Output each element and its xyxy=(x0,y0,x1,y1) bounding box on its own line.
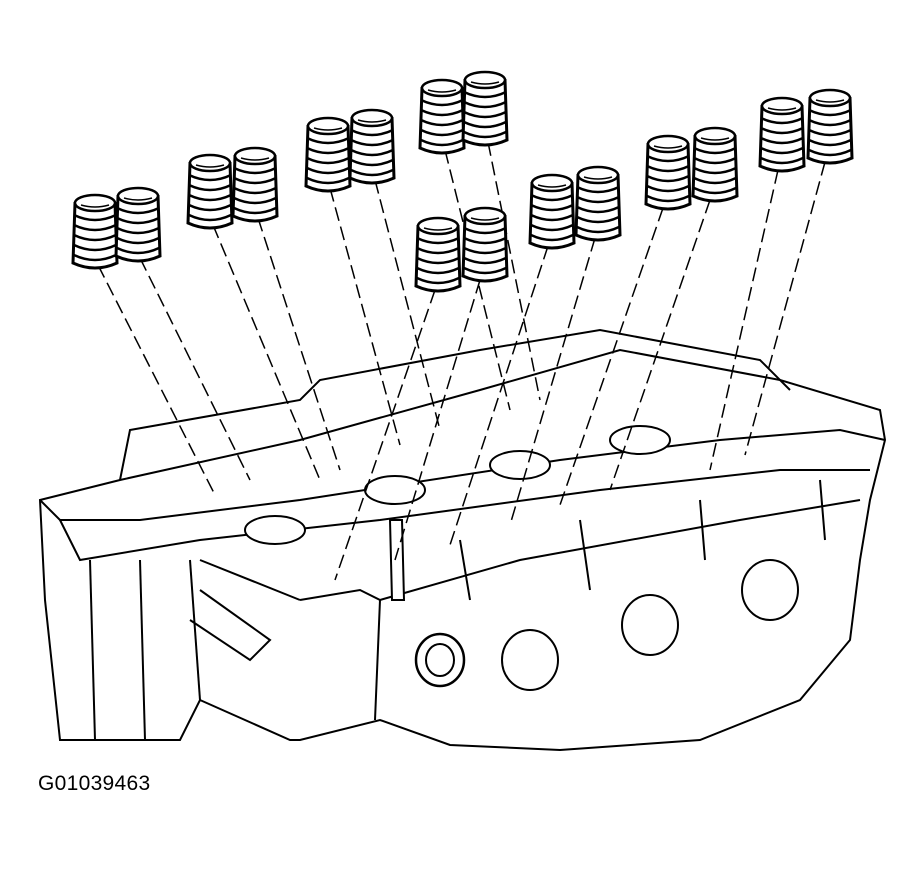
valve-spring xyxy=(574,165,622,242)
figure-code: G01039463 xyxy=(38,772,151,795)
valve-spring xyxy=(758,96,806,173)
valve-spring xyxy=(418,78,466,155)
valve-spring xyxy=(231,146,279,223)
valve-spring xyxy=(414,216,462,293)
valve-spring xyxy=(348,108,396,185)
valve-spring xyxy=(461,70,509,147)
valve-spring xyxy=(528,173,576,250)
valve-spring xyxy=(304,116,352,193)
valve-spring xyxy=(114,186,162,263)
alignment-lines xyxy=(97,141,826,581)
valve-spring xyxy=(71,193,119,270)
valve-spring xyxy=(691,126,739,203)
valve-spring xyxy=(461,206,509,283)
valve-springs xyxy=(71,70,854,293)
valve-spring xyxy=(644,134,692,211)
valve-spring xyxy=(186,153,234,230)
valve-spring xyxy=(806,88,854,165)
cylinder-head xyxy=(38,328,887,752)
